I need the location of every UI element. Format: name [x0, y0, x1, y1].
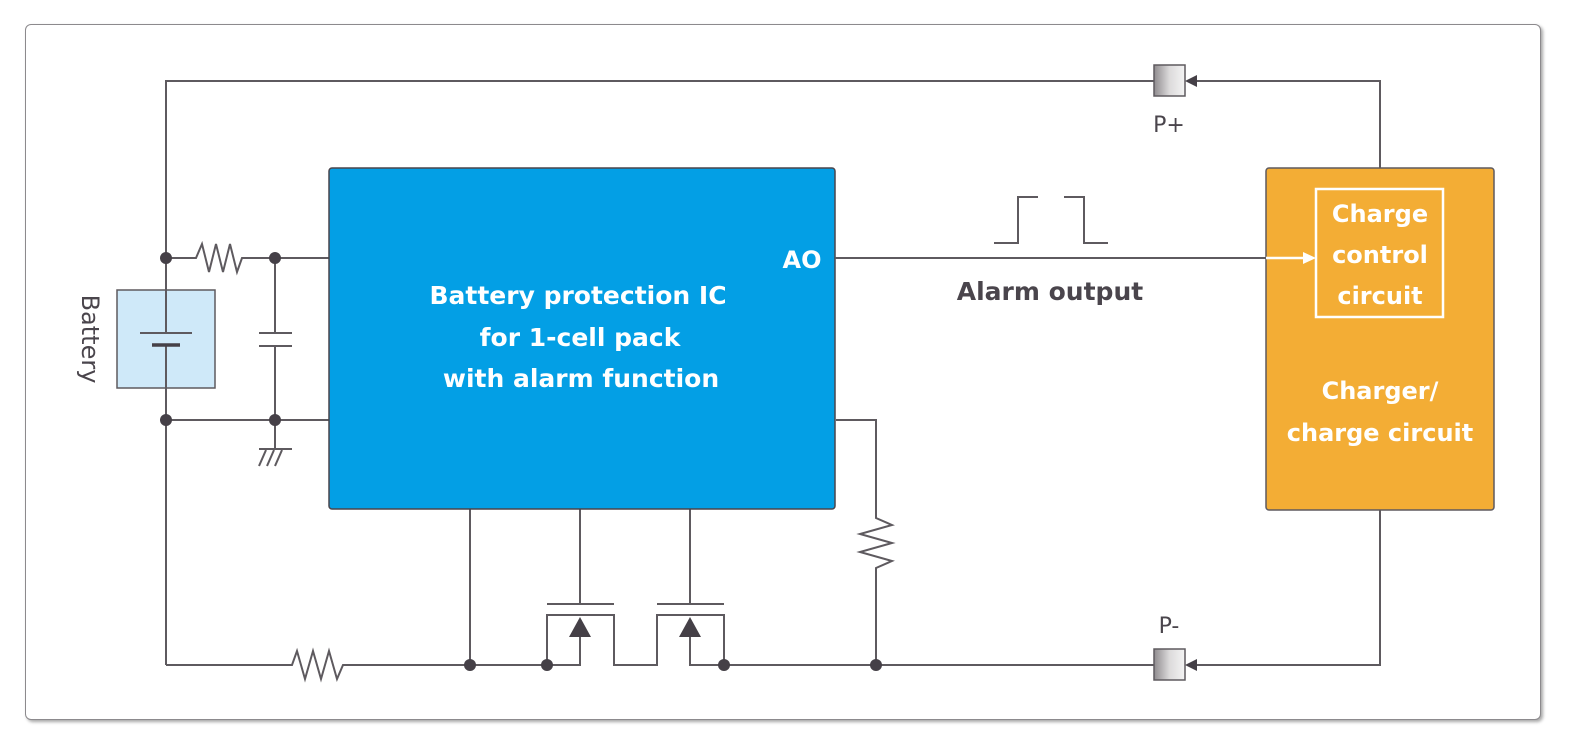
fet-1-diode-icon: [569, 617, 591, 637]
battery-label: Battery: [76, 295, 104, 384]
p-minus-label: P-: [1159, 614, 1180, 639]
p-minus-terminal: [1153, 648, 1186, 681]
charger-label-line-1: Charger/: [1322, 377, 1439, 405]
ic-title-line-2: for 1-cell pack: [480, 323, 682, 352]
charge-control-line-1: Charge: [1332, 200, 1428, 228]
p-plus-label: P+: [1153, 113, 1185, 138]
p-plus-terminal: [1153, 64, 1186, 97]
top-rail-wire: [165, 75, 1381, 258]
charger-block: [1265, 167, 1495, 511]
charge-control-line-3: circuit: [1337, 282, 1422, 310]
pulse-fall-icon: [1064, 196, 1108, 244]
ic-title-line-1: Battery protection IC: [429, 281, 726, 310]
arrow-right-icon: [1303, 252, 1316, 264]
fet-2-diode-icon: [679, 617, 701, 637]
protection-ic-block: [328, 167, 836, 510]
ao-pin-label: AO: [783, 246, 822, 274]
bottom-rail-wire: [166, 419, 1381, 683]
charge-control-box: [1314, 187, 1445, 319]
charger-label-line-2: charge circuit: [1287, 419, 1473, 447]
ic-title-line-3: with alarm function: [443, 364, 719, 393]
charge-control-line-2: control: [1332, 241, 1428, 269]
alarm-output-label: Alarm output: [957, 277, 1143, 306]
battery: [116, 289, 216, 389]
input-filter: [160, 240, 329, 665]
pulse-rise-icon: [994, 196, 1038, 244]
